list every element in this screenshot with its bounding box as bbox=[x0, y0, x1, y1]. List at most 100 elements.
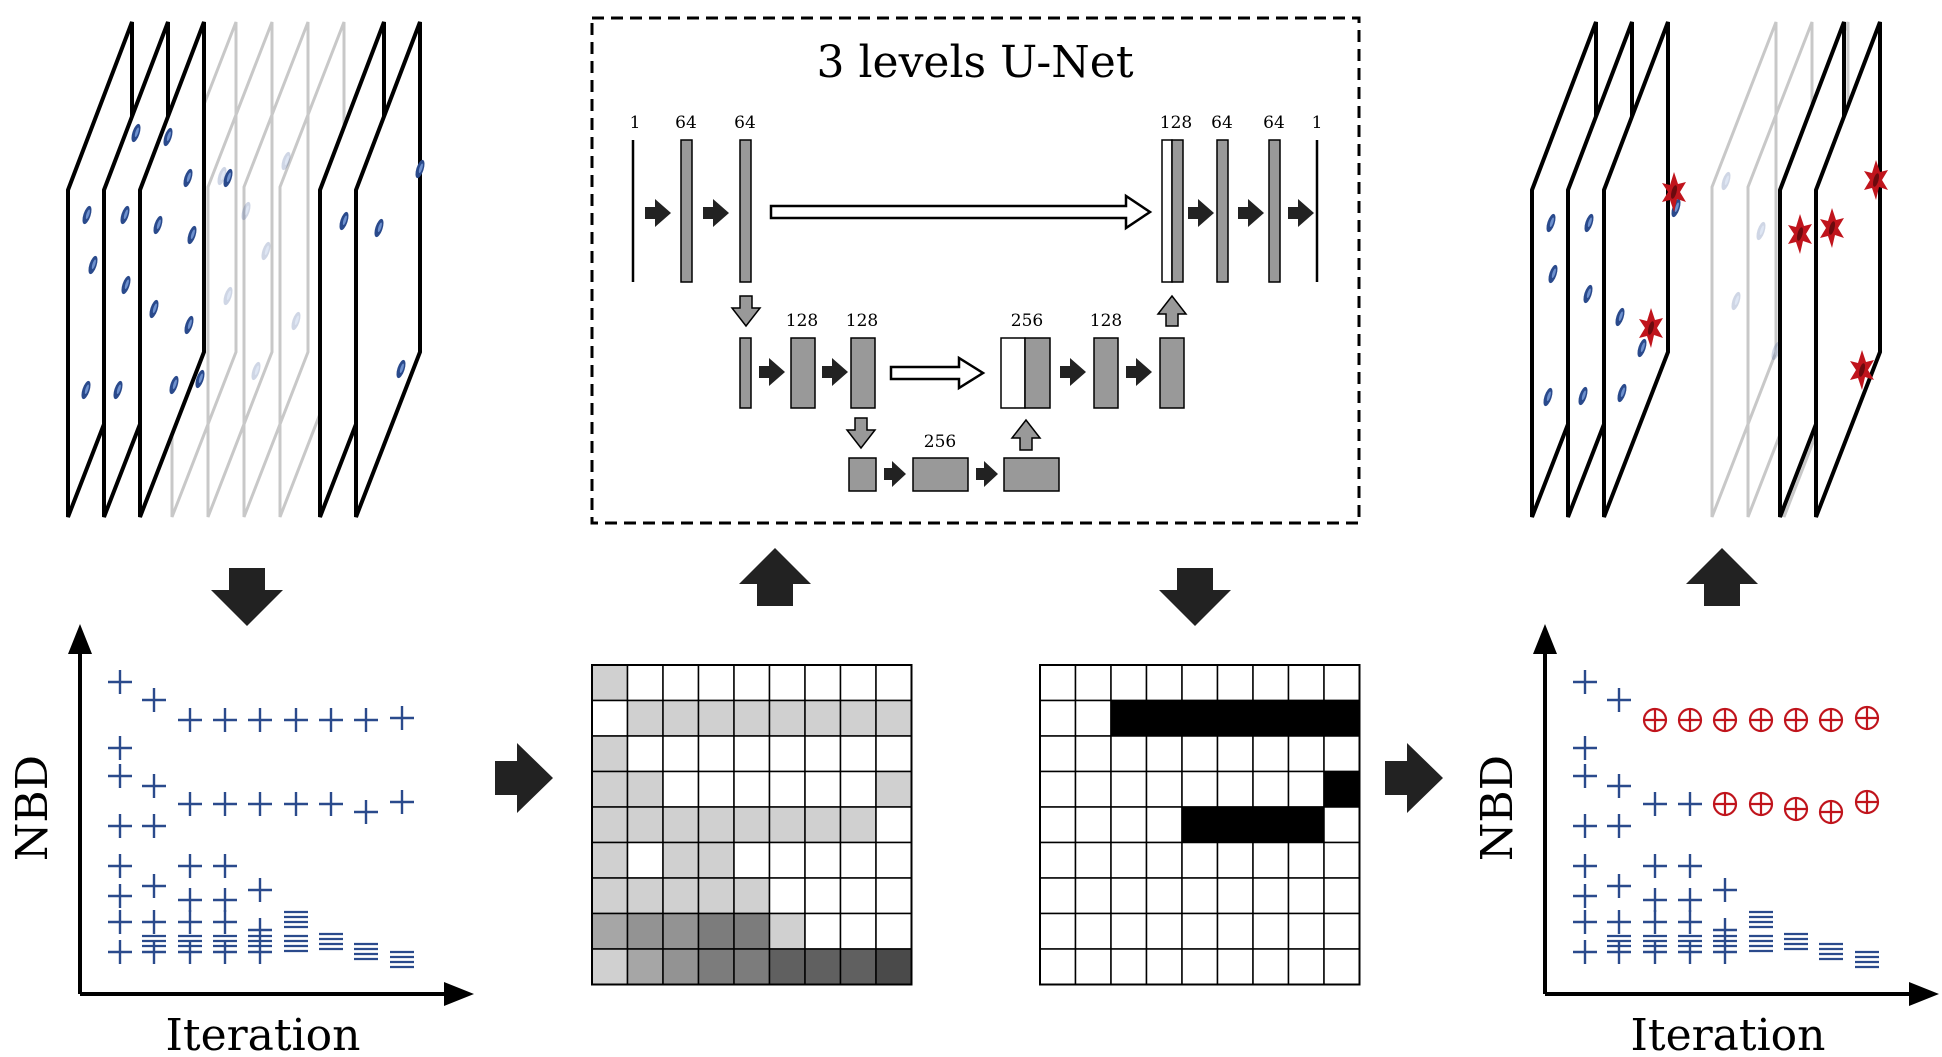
binary-cell bbox=[1145, 735, 1183, 773]
binary-cell bbox=[1216, 735, 1254, 773]
conv-block-64-b bbox=[739, 139, 752, 283]
binary-cell bbox=[1252, 912, 1290, 950]
flow-arrows bbox=[211, 548, 1758, 813]
upsampled-block-level2 bbox=[1159, 337, 1185, 409]
binary-cell bbox=[1323, 877, 1361, 915]
heatmap-cell bbox=[839, 948, 877, 986]
plus-marker bbox=[142, 874, 166, 898]
plus-marker bbox=[108, 670, 132, 694]
plus-marker bbox=[213, 940, 237, 964]
conv-block-256 bbox=[912, 457, 969, 492]
plus-marker bbox=[178, 910, 202, 934]
binary-cell bbox=[1074, 664, 1112, 702]
binary-cell bbox=[1110, 806, 1148, 844]
heatmap-cell bbox=[733, 877, 771, 915]
binary-cell bbox=[1110, 735, 1148, 773]
binary-cell bbox=[1252, 877, 1290, 915]
heatmap-cell bbox=[697, 735, 735, 773]
binary-cell bbox=[1039, 664, 1077, 702]
heatmap-cell bbox=[591, 877, 629, 915]
heatmap-cell bbox=[804, 877, 842, 915]
plus-marker bbox=[248, 918, 272, 942]
down-arrow-left bbox=[211, 568, 283, 626]
plus-marker bbox=[142, 910, 166, 934]
heatmap-cell bbox=[626, 806, 664, 844]
plus-marker bbox=[213, 910, 237, 934]
up-arrow-to-unet bbox=[739, 548, 811, 606]
heatmap-cell bbox=[733, 664, 771, 702]
unet-panel: 3 levels U-Net 1 64 64 128 64 64 1 128 1… bbox=[590, 16, 1361, 525]
binary-cell bbox=[1145, 912, 1183, 950]
heatmap-cell bbox=[662, 948, 700, 986]
plus-marker bbox=[248, 792, 272, 816]
plus-marker bbox=[284, 708, 308, 732]
plus-marker bbox=[108, 910, 132, 934]
plus-marker bbox=[284, 792, 308, 816]
unet-dashed-border bbox=[590, 16, 1361, 525]
plus-marker bbox=[1713, 940, 1737, 964]
plus-marker bbox=[319, 792, 343, 816]
plus-marker bbox=[1643, 888, 1667, 912]
heatmap-cell bbox=[662, 877, 700, 915]
plus-marker bbox=[390, 790, 414, 814]
heatmap-cell bbox=[839, 806, 877, 844]
heatmap-cell bbox=[804, 664, 842, 702]
heatmap-cell bbox=[768, 699, 806, 737]
heatmap-cell bbox=[626, 664, 664, 702]
skip-connection-level2 bbox=[889, 355, 986, 391]
binary-cell bbox=[1074, 948, 1112, 986]
binary-cell bbox=[1110, 877, 1148, 915]
plus-marker bbox=[213, 888, 237, 912]
binary-cell bbox=[1216, 699, 1254, 737]
heatmap-cell bbox=[591, 664, 629, 702]
binary-cell bbox=[1323, 806, 1361, 844]
plus-marker bbox=[178, 792, 202, 816]
plot-right-ylabel: NBD bbox=[1472, 755, 1523, 861]
binary-cell bbox=[1039, 948, 1077, 986]
conv-block-128-a bbox=[790, 337, 816, 409]
heatmap-cell bbox=[697, 877, 735, 915]
binary-cell bbox=[1039, 912, 1077, 950]
binary-cell bbox=[1145, 948, 1183, 986]
binary-cell bbox=[1181, 806, 1219, 844]
input-frame-stack bbox=[66, 21, 427, 518]
plus-marker bbox=[108, 736, 132, 760]
binary-cell bbox=[1074, 877, 1112, 915]
up-arrow-right bbox=[1686, 548, 1758, 606]
binary-cell bbox=[1323, 770, 1361, 808]
binary-cell bbox=[1323, 948, 1361, 986]
binary-cell bbox=[1252, 664, 1290, 702]
binary-cell bbox=[1287, 699, 1325, 737]
binary-cell bbox=[1181, 664, 1219, 702]
plus-marker bbox=[142, 774, 166, 798]
plot-right-x-arrowhead bbox=[1909, 982, 1939, 1006]
binary-cell bbox=[1074, 806, 1112, 844]
label-ch-256-bottom: 256 bbox=[924, 432, 956, 452]
concat-block-level2-skip bbox=[1000, 337, 1026, 409]
binary-cell bbox=[1074, 735, 1112, 773]
heatmap-cell bbox=[697, 664, 735, 702]
circled-plus-marker-cross bbox=[1820, 709, 1842, 731]
heatmap-cell bbox=[591, 806, 629, 844]
label-ch-64-a: 64 bbox=[675, 113, 697, 133]
plus-marker bbox=[108, 854, 132, 878]
plus-marker bbox=[1573, 764, 1597, 788]
output-frame-stack bbox=[1530, 21, 1888, 518]
plot-right-axes bbox=[1543, 640, 1925, 996]
binary-cell bbox=[1181, 948, 1219, 986]
circled-plus-marker-cross bbox=[1820, 801, 1842, 823]
heatmap-cell bbox=[768, 841, 806, 879]
plus-marker bbox=[1573, 736, 1597, 760]
heatmap-cell bbox=[591, 735, 629, 773]
plus-marker bbox=[1607, 874, 1631, 898]
binary-cell bbox=[1181, 699, 1219, 737]
binary-cell bbox=[1323, 912, 1361, 950]
binary-cell bbox=[1110, 912, 1148, 950]
binary-cell bbox=[1216, 877, 1254, 915]
binary-cell bbox=[1074, 770, 1112, 808]
plus-marker bbox=[213, 792, 237, 816]
plus-marker bbox=[1607, 688, 1631, 712]
right-arrow-plot-to-grid bbox=[495, 743, 553, 813]
plot-left-ylabel: NBD bbox=[7, 755, 58, 861]
